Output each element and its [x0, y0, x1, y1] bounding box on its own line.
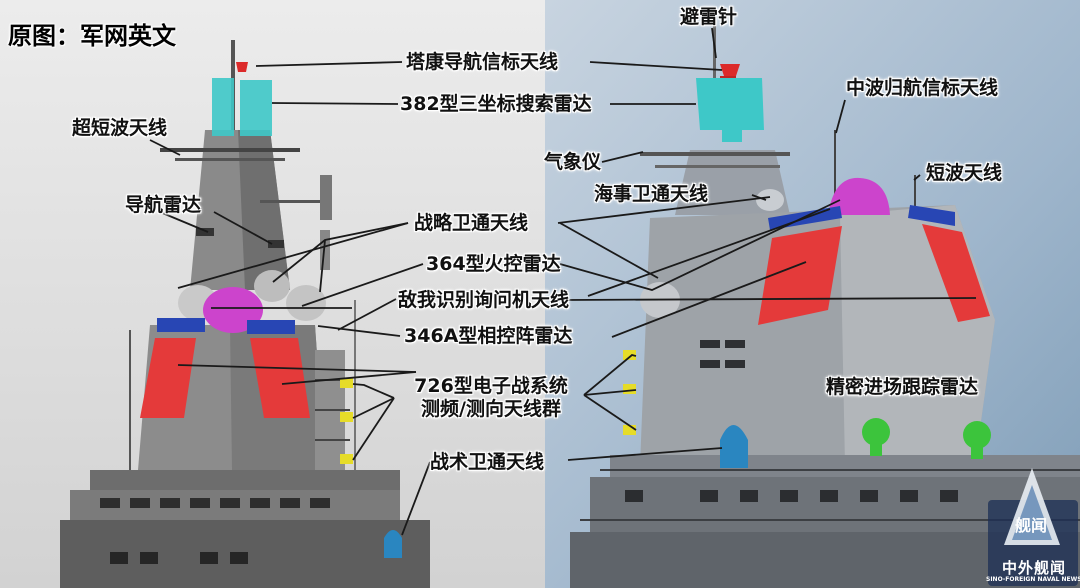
left-382-radar-panel-b — [240, 80, 272, 136]
label-weather-instrument: 气象仪 — [544, 151, 602, 173]
left-726-antenna-c — [340, 454, 353, 464]
logo-emblem — [988, 468, 1078, 586]
left-lightning-rod — [236, 62, 248, 72]
left-iff-bar-b — [247, 320, 295, 334]
label-maritime-satcom: 海事卫通天线 — [594, 183, 709, 205]
right-lightning-rod — [720, 64, 740, 76]
left-346a-panel-b — [250, 338, 310, 418]
label-nav-radar: 导航雷达 — [125, 194, 202, 216]
right-726-antenna-c — [623, 425, 636, 435]
label-precision-approach-radar: 精密进场跟踪雷达 — [826, 376, 979, 398]
right-iff-bar-b — [908, 205, 955, 226]
logo-name-english: SINO-FOREIGN NAVAL NEWS — [986, 576, 1080, 583]
right-precision-approach-radar-a — [862, 418, 890, 456]
right-726-antenna-b — [623, 384, 636, 394]
label-382-radar: 382型三坐标搜索雷达 — [400, 93, 592, 115]
right-precision-approach-radar-b — [963, 421, 991, 459]
label-364-fire-control: 364型火控雷达 — [426, 253, 561, 275]
label-ultrashort-wave: 超短波天线 — [72, 117, 168, 139]
label-726-ew-line2: 测频/测向天线群 — [421, 398, 561, 420]
label-iff: 敌我识别询问机天线 — [398, 289, 570, 311]
right-382-radar-panel — [696, 78, 764, 142]
left-382-radar-panel-a — [212, 78, 234, 136]
label-strategic-satcom: 战略卫通天线 — [414, 212, 529, 234]
left-annotations-overlays — [140, 62, 402, 558]
label-shortwave: 短波天线 — [926, 162, 1003, 184]
right-364-fire-control-dome — [828, 177, 890, 215]
leader-lines — [149, 27, 977, 536]
logo-name: 中外舰闻 — [1001, 559, 1066, 577]
right-tactical-satcom-dome — [720, 425, 748, 468]
source-title: 原图：军网英文 — [8, 22, 176, 50]
left-ship-island — [60, 40, 430, 588]
right-346a-panel-a — [758, 226, 842, 325]
right-726-antenna-a — [623, 350, 636, 360]
label-lightning-rod: 避雷针 — [680, 6, 738, 28]
label-tactical-satcom: 战术卫通天线 — [430, 451, 545, 473]
label-tacan: 塔康导航信标天线 — [406, 51, 559, 73]
left-726-antenna-b — [340, 412, 353, 422]
label-726-ew-line1: 726型电子战系统 — [414, 375, 568, 397]
label-346a-aesa: 346A型相控阵雷达 — [404, 325, 573, 347]
left-726-antenna-a — [340, 378, 353, 388]
left-iff-bar-a — [157, 318, 205, 332]
label-mf-homing-beacon: 中波归航信标天线 — [846, 77, 999, 99]
logo-emblem-text: 舰闻 — [1015, 516, 1048, 535]
left-tactical-satcom-dome — [384, 530, 402, 558]
left-346a-panel-a — [140, 338, 196, 418]
